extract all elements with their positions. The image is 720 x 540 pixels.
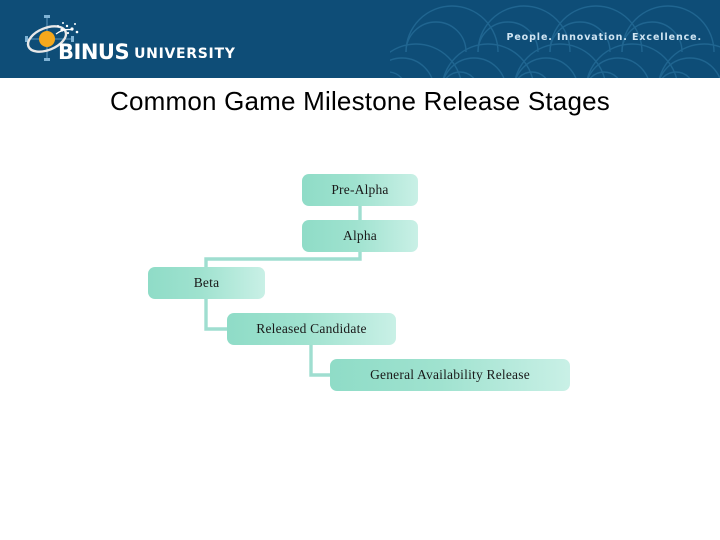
edge-alpha-to-beta — [204, 252, 362, 267]
binus-orbit-logo-icon — [25, 15, 79, 61]
node-label: Alpha — [343, 228, 377, 243]
node-alpha[interactable]: Alpha — [302, 220, 418, 252]
page-title: Common Game Milestone Release Stages — [110, 86, 610, 116]
node-general-availability-release[interactable]: General Availability Release — [330, 359, 570, 391]
scalloped-arc-pattern-icon — [390, 5, 720, 78]
logo-brand-text: BINUS — [58, 40, 130, 64]
node-pre-alpha[interactable]: Pre-Alpha — [302, 174, 418, 206]
node-label: Pre-Alpha — [331, 182, 389, 197]
node-label: Beta — [193, 275, 220, 290]
node-released-candidate[interactable]: Released Candidate — [227, 313, 396, 345]
edge-beta-to-rc — [204, 299, 227, 331]
header-tagline: People. Innovation. Excellence. — [506, 32, 702, 43]
logo-brand-suffix-text: UNIVERSITY — [134, 46, 236, 62]
node-beta[interactable]: Beta — [148, 267, 265, 299]
node-label: General Availability Release — [370, 367, 530, 382]
edge-rc-to-ga — [309, 345, 330, 377]
node-label: Released Candidate — [256, 321, 367, 336]
